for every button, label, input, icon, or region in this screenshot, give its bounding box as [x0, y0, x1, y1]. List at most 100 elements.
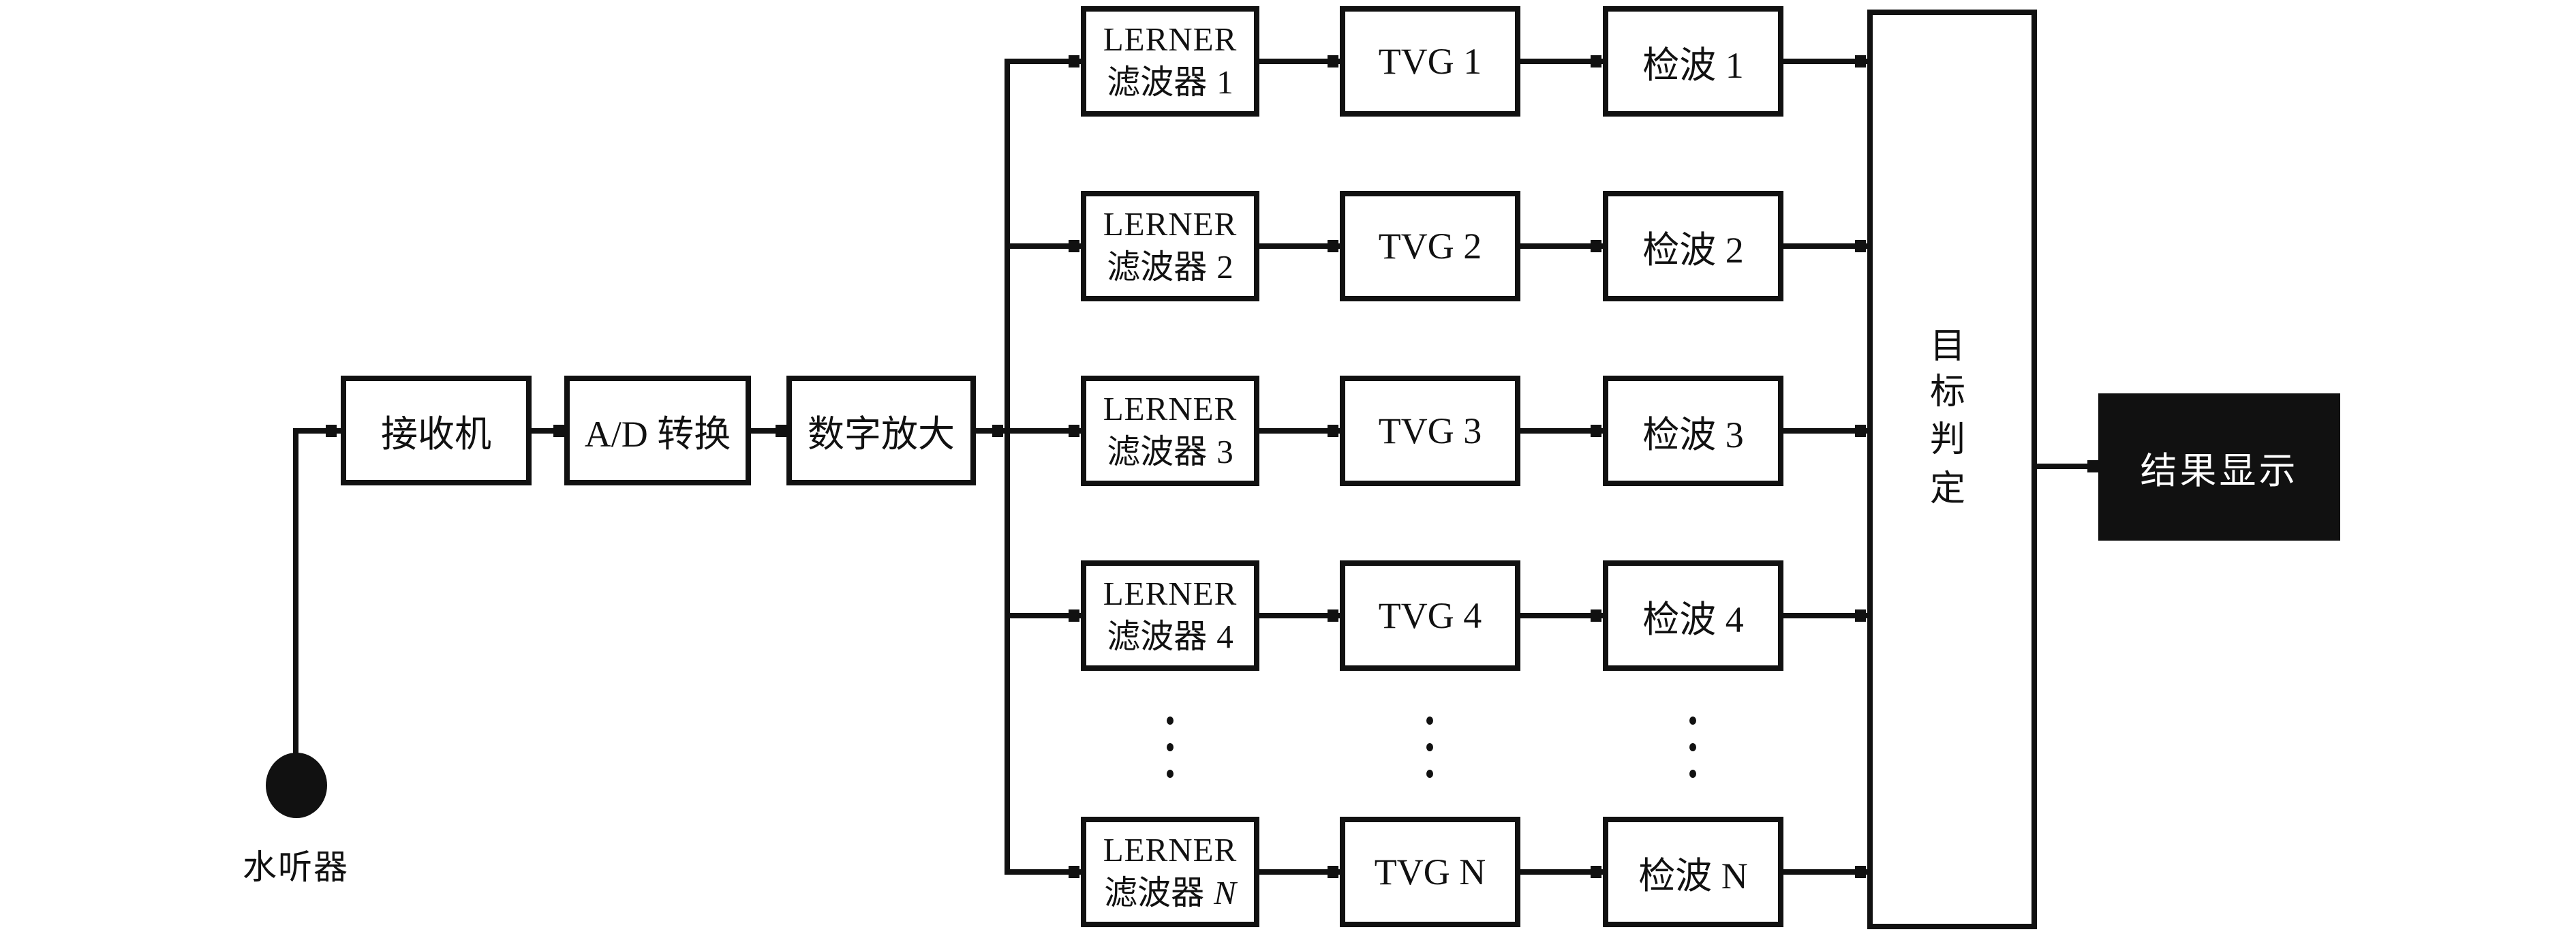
connector-arrow	[553, 425, 564, 437]
detector-1-label: 检波 1	[1642, 44, 1744, 86]
receiver-box: 接收机	[341, 376, 532, 485]
connector-arrow	[1591, 609, 1601, 622]
connector-arrow	[2087, 460, 2098, 472]
connector-arrow	[1069, 55, 1079, 67]
connector-arrow	[776, 425, 786, 437]
connector-line	[1520, 613, 1603, 618]
connector-arrow	[1328, 866, 1338, 878]
connector-arrow	[1069, 609, 1079, 622]
tvg-3-box: TVG 3	[1340, 376, 1520, 486]
target-decision-char: 定	[1929, 470, 1965, 509]
tvg-4-label: TVG 4	[1378, 595, 1482, 636]
connector-arrow	[1328, 55, 1338, 67]
lerner-filter-3-line1: LERNER	[1103, 390, 1238, 428]
connector-line	[1005, 243, 1081, 249]
connector-line	[751, 428, 786, 434]
connector-arrow	[992, 425, 1003, 437]
connector-line	[1005, 59, 1081, 64]
connector-line	[1259, 869, 1340, 875]
connector-line	[293, 428, 341, 434]
tvg-1-box: TVG 1	[1340, 6, 1520, 117]
connector-line	[1259, 243, 1340, 249]
connector-arrow	[1328, 609, 1338, 622]
connector-line	[1520, 869, 1603, 875]
connector-line	[1259, 613, 1340, 618]
target-decision-box	[1867, 10, 2037, 929]
detector-4-box: 检波 4	[1603, 560, 1783, 671]
detector-3-box: 检波 3	[1603, 376, 1783, 486]
connector-line	[2034, 464, 2098, 469]
target-decision-char: 判	[1929, 421, 1965, 460]
detector-3-label: 检波 3	[1642, 414, 1744, 455]
connector-arrow	[1855, 55, 1866, 67]
detector-2-label: 检波 2	[1642, 229, 1744, 271]
detector-2-box: 检波 2	[1603, 191, 1783, 301]
connector-line	[1520, 243, 1603, 249]
connector-line	[532, 428, 564, 434]
adc-box: A/D 转换	[564, 376, 751, 485]
connector-line	[1005, 428, 1081, 434]
connector-arrow	[1855, 866, 1866, 878]
lerner-filter-1-line1: LERNER	[1103, 20, 1238, 59]
connector-arrow	[1328, 240, 1338, 252]
connector-arrow	[1069, 866, 1079, 878]
junction-line	[1005, 59, 1010, 875]
connector-arrow	[1855, 240, 1866, 252]
detector-n-box: 检波 N	[1603, 817, 1783, 927]
result-display-label: 结果显示	[2140, 450, 2299, 492]
tvg-2-box: TVG 2	[1340, 191, 1520, 301]
connector-arrow	[1855, 609, 1866, 622]
tvg-n-box: TVG N	[1340, 817, 1520, 927]
tvg-3-label: TVG 3	[1378, 410, 1482, 451]
hydrophone-label: 水听器	[243, 848, 349, 886]
receiver-label: 接收机	[381, 414, 491, 455]
connector-line	[1005, 613, 1081, 618]
result-display-box: 结果显示	[2098, 393, 2340, 541]
digital-amplifier-box: 数字放大	[786, 376, 976, 485]
digital-amplifier-label: 数字放大	[808, 414, 955, 455]
connector-line	[1783, 869, 1867, 875]
connector-line	[1259, 428, 1340, 434]
connector-arrow	[1591, 425, 1601, 437]
connector-line	[1259, 59, 1340, 64]
connector-arrow	[1591, 240, 1601, 252]
connector-line	[976, 428, 1007, 434]
detector-4-label: 检波 4	[1642, 599, 1744, 640]
lerner-filter-2-line1: LERNER	[1103, 205, 1238, 243]
detector-1-box: 检波 1	[1603, 6, 1783, 117]
adc-label: A/D 转换	[584, 414, 731, 455]
tvg-2-label: TVG 2	[1378, 226, 1482, 267]
connector-arrow	[326, 425, 337, 437]
tvg-4-box: TVG 4	[1340, 560, 1520, 671]
detector-n-label: 检波 N	[1638, 855, 1748, 897]
hydrophone-icon	[266, 753, 327, 818]
lerner-filter-4-line1: LERNER	[1103, 575, 1238, 613]
connector-line	[1783, 243, 1867, 249]
connector-line	[1783, 613, 1867, 618]
connector-arrow	[1328, 425, 1338, 437]
connector-arrow	[1069, 240, 1079, 252]
connector-line	[1520, 428, 1603, 434]
connector-arrow	[1855, 425, 1866, 437]
connector-line	[1783, 428, 1867, 434]
tvg-n-label: TVG N	[1374, 852, 1486, 892]
connector-arrow	[1591, 866, 1601, 878]
connector-line	[1520, 59, 1603, 64]
target-decision-char: 标	[1929, 373, 1965, 412]
target-decision-char: 目	[1929, 327, 1965, 366]
connector-arrow	[1069, 425, 1079, 437]
connector-arrow	[1591, 55, 1601, 67]
tvg-1-label: TVG 1	[1378, 41, 1482, 82]
hydrophone-riser-line	[293, 428, 298, 757]
lerner-filter-n-line1: LERNER	[1103, 831, 1238, 869]
